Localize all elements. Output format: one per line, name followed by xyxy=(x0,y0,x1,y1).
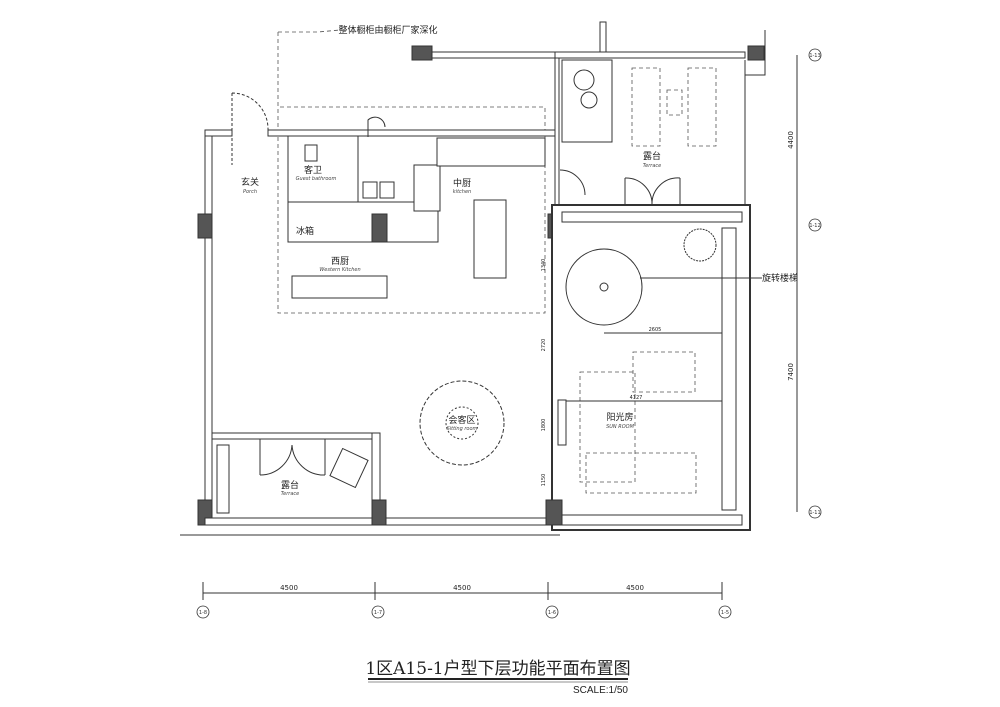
room-label-en: Terrace xyxy=(643,163,662,169)
room-label: 玄关 xyxy=(241,176,259,188)
oven xyxy=(362,181,378,199)
room-label: 客卫 xyxy=(304,164,322,176)
plant-icon xyxy=(580,91,598,109)
axis-bubble xyxy=(545,605,559,619)
axis-label: 1-6 xyxy=(548,610,556,616)
dim-label: 4127 xyxy=(630,395,643,401)
title-underline xyxy=(368,678,628,680)
top-wall xyxy=(267,129,556,137)
axis-label: 1-13 xyxy=(809,53,820,59)
column xyxy=(197,213,213,239)
kitchen-island xyxy=(473,199,507,279)
column xyxy=(545,499,563,526)
column xyxy=(371,213,388,243)
terrace-wall xyxy=(211,432,376,440)
room-label: 阳光房 xyxy=(606,411,633,423)
sun-lounger xyxy=(631,67,661,147)
window-bottom xyxy=(561,514,743,526)
stair-post xyxy=(599,282,609,292)
axis-bubble xyxy=(808,218,822,232)
axis-label: 1-12 xyxy=(809,223,820,229)
room-label: 露台 xyxy=(643,150,661,162)
window-top xyxy=(561,211,743,223)
entry-door[interactable] xyxy=(231,92,269,165)
dim-label: 4500 xyxy=(280,584,298,592)
column xyxy=(371,499,387,526)
armchair xyxy=(329,447,369,489)
terrace-door[interactable] xyxy=(259,439,326,476)
sun-lounger xyxy=(687,67,717,147)
oven xyxy=(379,181,395,199)
axis-label: 1-7 xyxy=(374,610,382,616)
dim-label: 1340 xyxy=(541,259,547,272)
plant-icon xyxy=(683,228,717,262)
axis-bubble xyxy=(808,48,822,62)
kitchen-door[interactable] xyxy=(367,116,386,137)
terrace-left-wall xyxy=(554,57,560,209)
dim-label: 4500 xyxy=(453,584,471,592)
axis-label: 1-8 xyxy=(199,610,207,616)
stair-label: 旋转楼梯 xyxy=(762,272,798,284)
fridge-label: 冰箱 xyxy=(296,225,314,237)
dim-ticks xyxy=(202,582,723,600)
room-label: 露台 xyxy=(281,479,299,491)
cabinet-run xyxy=(287,201,439,243)
axis-bubble xyxy=(808,505,822,519)
room-label-en: kitchen xyxy=(453,189,471,195)
room-label-en: Porch xyxy=(243,189,257,195)
dim-label: 2720 xyxy=(541,339,547,352)
axis-bubble xyxy=(196,605,210,619)
kitchen-counter xyxy=(436,137,546,167)
toilet xyxy=(304,144,318,162)
room-label-en: Guest bathroom xyxy=(296,176,337,182)
sofa xyxy=(585,452,697,494)
side-table xyxy=(666,89,683,116)
wall-cabinet xyxy=(557,399,567,446)
terrace-top-wall xyxy=(554,51,746,59)
window-right xyxy=(721,227,737,511)
drawing-title: 1区A15-1户型下层功能平面布置图 xyxy=(365,659,630,679)
axis-bubble xyxy=(371,605,385,619)
sun-room xyxy=(551,204,751,531)
guest-bathroom xyxy=(287,135,359,207)
western-kitchen-counter xyxy=(291,275,388,299)
room-label-en: Terrace xyxy=(281,491,300,497)
dim-label: 1800 xyxy=(541,419,547,432)
axis-label: 1-11 xyxy=(809,510,820,516)
note-leader xyxy=(278,29,341,33)
dim-label: 2605 xyxy=(649,327,662,333)
room-label-en: Western Kitchen xyxy=(319,267,360,273)
column xyxy=(411,45,433,61)
table-center xyxy=(445,406,479,440)
left-wall xyxy=(204,129,213,526)
dim-label: 7400 xyxy=(787,363,795,381)
dim-label: 4400 xyxy=(787,131,795,149)
room-label: 西厨 xyxy=(331,256,349,267)
axis-label: 1-5 xyxy=(721,610,729,616)
scale-label: SCALE:1/50 xyxy=(573,685,628,696)
plant-icon xyxy=(573,69,595,91)
axis-bubble xyxy=(718,605,732,619)
dim-label: 4500 xyxy=(626,584,644,592)
room-label: 会客区 xyxy=(448,414,475,426)
tall-cabinet xyxy=(413,164,441,212)
room-label-en: SUN ROOM xyxy=(606,424,635,430)
terrace-wall xyxy=(371,432,381,509)
room-label-en: Sitting room xyxy=(447,426,478,432)
dim-label: 1150 xyxy=(541,474,547,487)
planter xyxy=(216,444,230,514)
sofa xyxy=(579,371,636,483)
cabinet-note: 整体橱柜由橱柜厂家深化 xyxy=(338,24,437,36)
terrace-door[interactable] xyxy=(559,169,681,206)
cabinet-zone-outline xyxy=(277,32,546,314)
top-wall xyxy=(204,129,233,137)
room-label: 中厨 xyxy=(453,177,471,189)
column xyxy=(747,45,765,61)
